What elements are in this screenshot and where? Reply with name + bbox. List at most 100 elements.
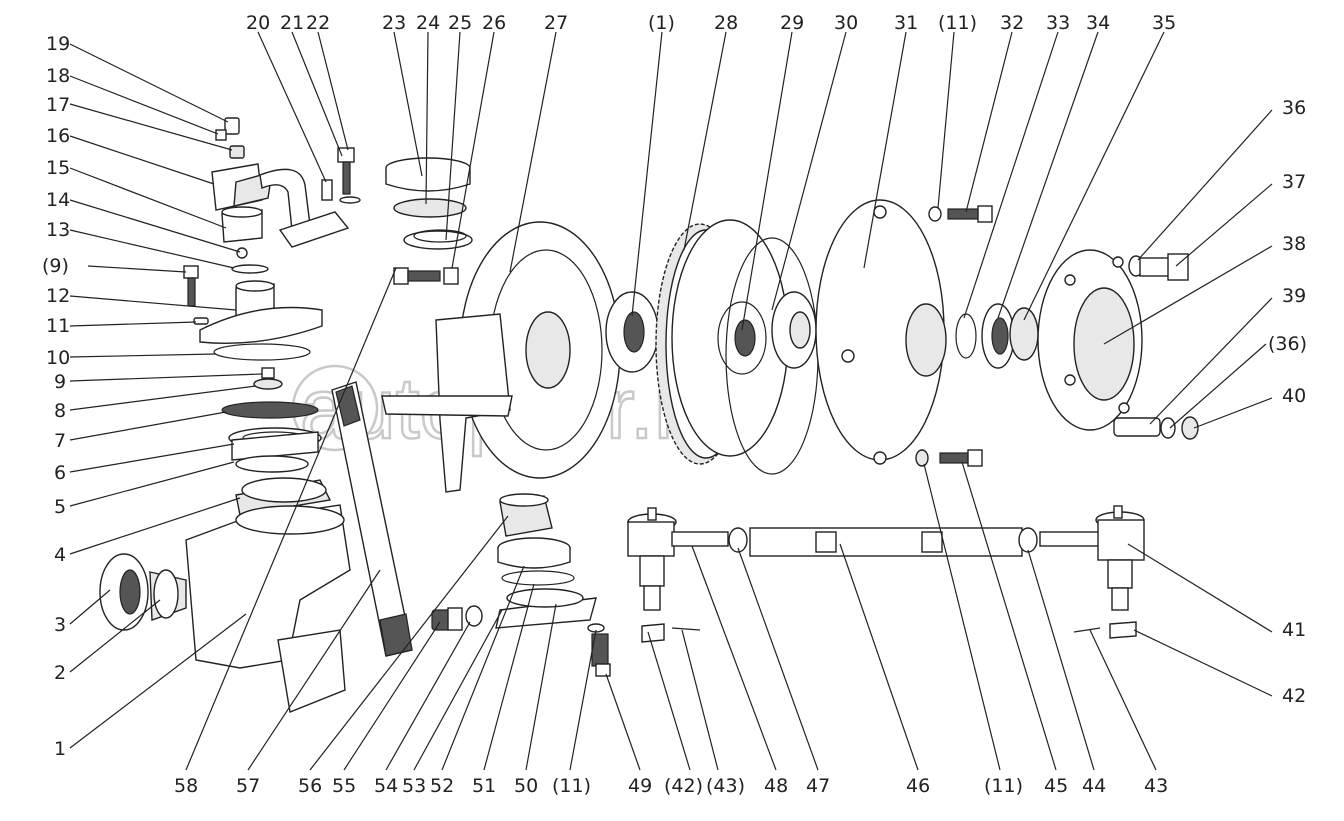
- label-42: 42: [1282, 685, 1306, 707]
- label-56: 56: [298, 775, 322, 797]
- part-33-circlip: [955, 313, 977, 359]
- label-11p-top: (11): [938, 12, 977, 34]
- part-29-gear: [671, 219, 789, 457]
- label-58: 58: [174, 775, 198, 797]
- part-8-washer: [253, 378, 283, 390]
- label-39: 39: [1282, 285, 1306, 307]
- label-57: 57: [236, 775, 260, 797]
- label-3: 3: [54, 614, 66, 636]
- label-55: 55: [332, 775, 356, 797]
- part-7-ring: [221, 401, 319, 419]
- label-26: 26: [482, 12, 506, 34]
- label-33: 33: [1046, 12, 1070, 34]
- label-32: 32: [1000, 12, 1024, 34]
- label-42p: (42): [664, 775, 703, 797]
- part-34-bearing: [981, 303, 1015, 369]
- part-47-nut: [728, 527, 748, 553]
- part-39-pin: [1113, 417, 1161, 437]
- part-10-gasket: [213, 343, 311, 361]
- label-25: 25: [448, 12, 472, 34]
- part-12-flange-cup: [199, 280, 323, 344]
- part-50-cap: [495, 588, 597, 629]
- part-49-bolt: [587, 623, 611, 677]
- part-43-cotter: [1073, 627, 1101, 633]
- leader-lines: [69, 31, 1273, 771]
- part-3-bearing: [99, 553, 149, 631]
- label-36: 36: [1282, 97, 1306, 119]
- label-1p: (1): [648, 12, 675, 34]
- part-11-pin: [193, 317, 209, 325]
- label-34: 34: [1086, 12, 1110, 34]
- label-48: 48: [764, 775, 788, 797]
- label-12: 12: [46, 285, 70, 307]
- label-2: 2: [54, 662, 66, 684]
- part-18-nipple: [215, 129, 227, 141]
- label-29: 29: [780, 12, 804, 34]
- label-11p-b2: (11): [984, 775, 1023, 797]
- part-9-screw: [261, 367, 275, 379]
- part-11p-ring-top: [928, 206, 942, 222]
- part-43p-cotter: [671, 627, 701, 631]
- label-38: 38: [1282, 233, 1306, 255]
- part-20-elbow-flange: [259, 168, 350, 248]
- label-43: 43: [1144, 775, 1168, 797]
- label-21: 21: [280, 12, 304, 34]
- label-50: 50: [514, 775, 538, 797]
- part-14-ball: [236, 247, 248, 259]
- label-31: 31: [894, 12, 918, 34]
- label-1: 1: [54, 738, 66, 760]
- label-11: 11: [46, 315, 70, 337]
- label-53: 53: [402, 775, 426, 797]
- part-23-bearing: [385, 157, 471, 192]
- label-52: 52: [430, 775, 454, 797]
- label-11p-b1: (11): [552, 775, 591, 797]
- part-37-stud: [1139, 253, 1189, 281]
- label-28: 28: [714, 12, 738, 34]
- part-hub-cylinder: [771, 291, 817, 369]
- label-49: 49: [628, 775, 652, 797]
- label-18: 18: [46, 65, 70, 87]
- part-4-bevel-gear: [235, 477, 332, 516]
- label-23: 23: [382, 12, 406, 34]
- part-40-nut: [1181, 416, 1199, 440]
- part-42-castle-nut: [1109, 621, 1137, 639]
- label-41: 41: [1282, 619, 1306, 641]
- label-22: 22: [306, 12, 330, 34]
- label-27: 27: [544, 12, 568, 34]
- label-35: 35: [1152, 12, 1176, 34]
- part-9-bolt: [183, 265, 199, 307]
- label-9: 9: [54, 371, 66, 393]
- part-bolt-a: [393, 267, 459, 285]
- label-43p: (43): [706, 775, 745, 797]
- part-25-ring: [403, 230, 473, 250]
- part-51-shim: [501, 570, 575, 586]
- part-42p-castle-nut: [641, 623, 665, 643]
- label-8: 8: [54, 400, 66, 422]
- part-41-tie-rod-end-right: [1039, 505, 1145, 611]
- part-48-tie-rod-end-left: [627, 507, 729, 611]
- part-54-washer: [465, 605, 483, 627]
- label-44: 44: [1082, 775, 1106, 797]
- part-11p-ring-bottom: [915, 449, 929, 467]
- part-24-ring: [393, 198, 467, 218]
- part-36p-washer: [1160, 417, 1176, 439]
- label-36p: (36): [1268, 333, 1307, 355]
- label-6: 6: [54, 462, 66, 484]
- label-24: 24: [416, 12, 440, 34]
- part-58-splined-shaft: [331, 381, 413, 657]
- part-2-pinion: [149, 569, 187, 621]
- part-26-seal: [413, 229, 467, 243]
- part-45-bolt: [939, 449, 983, 467]
- label-17: 17: [46, 94, 70, 116]
- label-46: 46: [906, 775, 930, 797]
- part-32-bolt: [947, 205, 993, 223]
- label-54: 54: [374, 775, 398, 797]
- label-45: 45: [1044, 775, 1068, 797]
- part-52-bearing: [497, 537, 571, 569]
- part-27-housing-cover: [381, 221, 621, 493]
- label-19: 19: [46, 33, 70, 55]
- label-30: 30: [834, 12, 858, 34]
- part-22-bolt: [337, 147, 361, 204]
- part-15-bushing: [221, 206, 263, 243]
